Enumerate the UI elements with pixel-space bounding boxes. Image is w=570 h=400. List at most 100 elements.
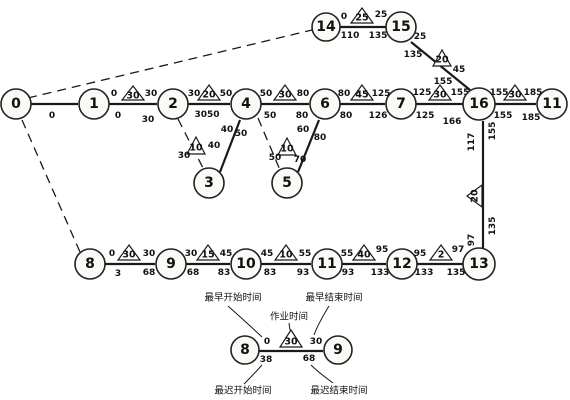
svg-text:2: 2 bbox=[168, 96, 178, 112]
activity-2-3-ef: 40 bbox=[208, 141, 221, 151]
activity-1-2-duration: 30 bbox=[126, 91, 140, 102]
activity-16-11-ls: 155 bbox=[494, 111, 513, 121]
legend-node-8: 8 bbox=[230, 335, 260, 365]
activity-1-2-ls: 0 bbox=[115, 111, 121, 121]
activity-8-9-es: 0 bbox=[109, 249, 115, 259]
activity-7-16-lf: 166 bbox=[443, 117, 462, 127]
activity-1-2-ef: 30 bbox=[145, 89, 158, 99]
activity-5-6-ef: 80 bbox=[314, 133, 327, 143]
legend-node-9: 9 bbox=[323, 335, 353, 365]
activity-9-10-es: 30 bbox=[185, 249, 198, 259]
activity-3-4: 40 50 bbox=[218, 119, 247, 173]
activity-2-4-late: 3050 bbox=[194, 110, 219, 120]
activity-1-2-lf: 30 bbox=[142, 115, 155, 125]
activity-4-6-duration: 30 bbox=[278, 90, 292, 101]
activity-16-11-lf: 185 bbox=[522, 113, 541, 123]
activity-15-16-duration: 20 bbox=[435, 55, 449, 66]
node-6: 6 bbox=[309, 88, 341, 120]
svg-text:12: 12 bbox=[392, 256, 411, 272]
activity-1-2-es: 0 bbox=[111, 89, 117, 99]
activity-16-11-duration: 30 bbox=[508, 90, 522, 101]
activity-12-13-duration: 2 bbox=[438, 250, 445, 261]
activity-3-4-es: 40 bbox=[221, 125, 234, 135]
legend-example-duration: 30 bbox=[284, 337, 298, 348]
activity-11-12: 40 55 95 93 133 bbox=[341, 243, 389, 278]
svg-text:9: 9 bbox=[166, 256, 176, 272]
svg-text:8: 8 bbox=[85, 256, 95, 272]
activity-14-15-ef: 25 bbox=[375, 10, 388, 20]
activity-8-9-ef: 30 bbox=[143, 249, 156, 259]
legend-latest-start: 最迟开始时间 bbox=[214, 385, 271, 397]
legend-earliest-start: 最早开始时间 bbox=[204, 292, 261, 304]
activity-10-11: 10 45 55 83 93 bbox=[261, 243, 312, 278]
activity-1-2: 30 0 30 0 30 bbox=[109, 85, 158, 125]
activity-12-13-es: 95 bbox=[414, 249, 427, 259]
node-15: 15 bbox=[385, 11, 417, 43]
activity-5-6: 70 80 bbox=[294, 119, 327, 173]
activity-4-6-lf: 80 bbox=[296, 111, 309, 121]
activity-6-7-es: 80 bbox=[338, 89, 351, 99]
activity-4-5-duration: 10 bbox=[280, 144, 294, 155]
node-11-bottom: 11 bbox=[311, 248, 343, 280]
activity-13-16-ls: 135 bbox=[488, 217, 498, 236]
activity-14-15-ls: 110 bbox=[341, 31, 360, 41]
activity-15-16: 20 25 45 135 155 bbox=[404, 32, 471, 91]
activity-8-9-duration: 30 bbox=[122, 250, 136, 261]
node-4: 4 bbox=[230, 88, 262, 120]
svg-text:8: 8 bbox=[240, 342, 250, 358]
svg-text:10: 10 bbox=[236, 256, 256, 272]
activity-13-16-duration: 20 bbox=[470, 189, 481, 203]
activity-2-3-duration: 10 bbox=[189, 143, 203, 154]
activity-15-16-lf: 155 bbox=[434, 77, 453, 87]
activity-12-13-ef: 97 bbox=[452, 245, 465, 255]
node-2: 2 bbox=[157, 88, 189, 120]
activity-11-12-duration: 40 bbox=[357, 250, 371, 261]
node-0: 0 bbox=[0, 88, 32, 120]
node-14: 14 bbox=[311, 12, 341, 42]
activity-13-16-ef: 117 bbox=[467, 133, 477, 152]
activity-13-16: 20 97 117 135 155 bbox=[465, 121, 498, 248]
activity-9-10-ef: 45 bbox=[220, 249, 233, 259]
legend-example-es: 0 bbox=[264, 337, 270, 347]
activity-16-11: 30 155 185 155 185 bbox=[490, 83, 542, 123]
activity-6-7-ef: 125 bbox=[372, 89, 391, 99]
activity-15-16-es: 25 bbox=[414, 32, 427, 42]
activity-0-8 bbox=[21, 119, 81, 253]
svg-text:9: 9 bbox=[333, 342, 343, 358]
activity-2-4-duration: 20 bbox=[202, 90, 216, 101]
legend-example-ef: 30 bbox=[310, 337, 323, 347]
node-12: 12 bbox=[386, 248, 418, 280]
activity-4-5-es: 50 bbox=[269, 153, 282, 163]
activity-4-5: 10 50 60 bbox=[257, 117, 309, 171]
node-13: 13 bbox=[462, 247, 496, 281]
activity-0-14 bbox=[27, 29, 313, 99]
activity-14-15-lf: 135 bbox=[369, 31, 388, 41]
activity-2-3-es: 30 bbox=[178, 151, 191, 161]
legend-example-ls: 38 bbox=[260, 355, 273, 365]
legend-earliest-finish: 最早结束时间 bbox=[305, 292, 362, 304]
node-7: 7 bbox=[385, 88, 417, 120]
activity-16-11-es: 155 bbox=[490, 88, 509, 98]
activity-0-1-es: 0 bbox=[49, 111, 55, 121]
activity-7-16: 30 125 155 125 166 bbox=[413, 83, 469, 127]
activity-8-9-lf: 68 bbox=[143, 268, 156, 278]
activity-6-7-ls: 80 bbox=[340, 111, 353, 121]
activity-13-16-es: 97 bbox=[467, 234, 477, 247]
legend-example-lf: 68 bbox=[303, 354, 316, 364]
activity-11-12-es: 55 bbox=[341, 249, 354, 259]
legend-duration: 作业时间 bbox=[270, 311, 308, 323]
activity-10-11-es: 45 bbox=[261, 249, 274, 259]
svg-text:15: 15 bbox=[391, 19, 410, 35]
activity-2-4: 20 30 50 3050 bbox=[188, 83, 232, 120]
activity-6-7-duration: 45 bbox=[355, 90, 368, 101]
activity-5-6-es: 70 bbox=[294, 155, 307, 165]
activity-8-9-ls: 3 bbox=[115, 269, 121, 279]
legend-latest-finish: 最迟结束时间 bbox=[310, 385, 367, 397]
activity-15-16-ef: 45 bbox=[453, 65, 466, 75]
node-8: 8 bbox=[74, 248, 106, 280]
activity-9-10-ls: 68 bbox=[187, 268, 200, 278]
activity-11-12-ls: 93 bbox=[342, 268, 355, 278]
svg-text:3: 3 bbox=[204, 175, 214, 191]
activity-10-11-ef: 55 bbox=[299, 249, 312, 259]
activity-4-6-es: 50 bbox=[260, 89, 273, 99]
